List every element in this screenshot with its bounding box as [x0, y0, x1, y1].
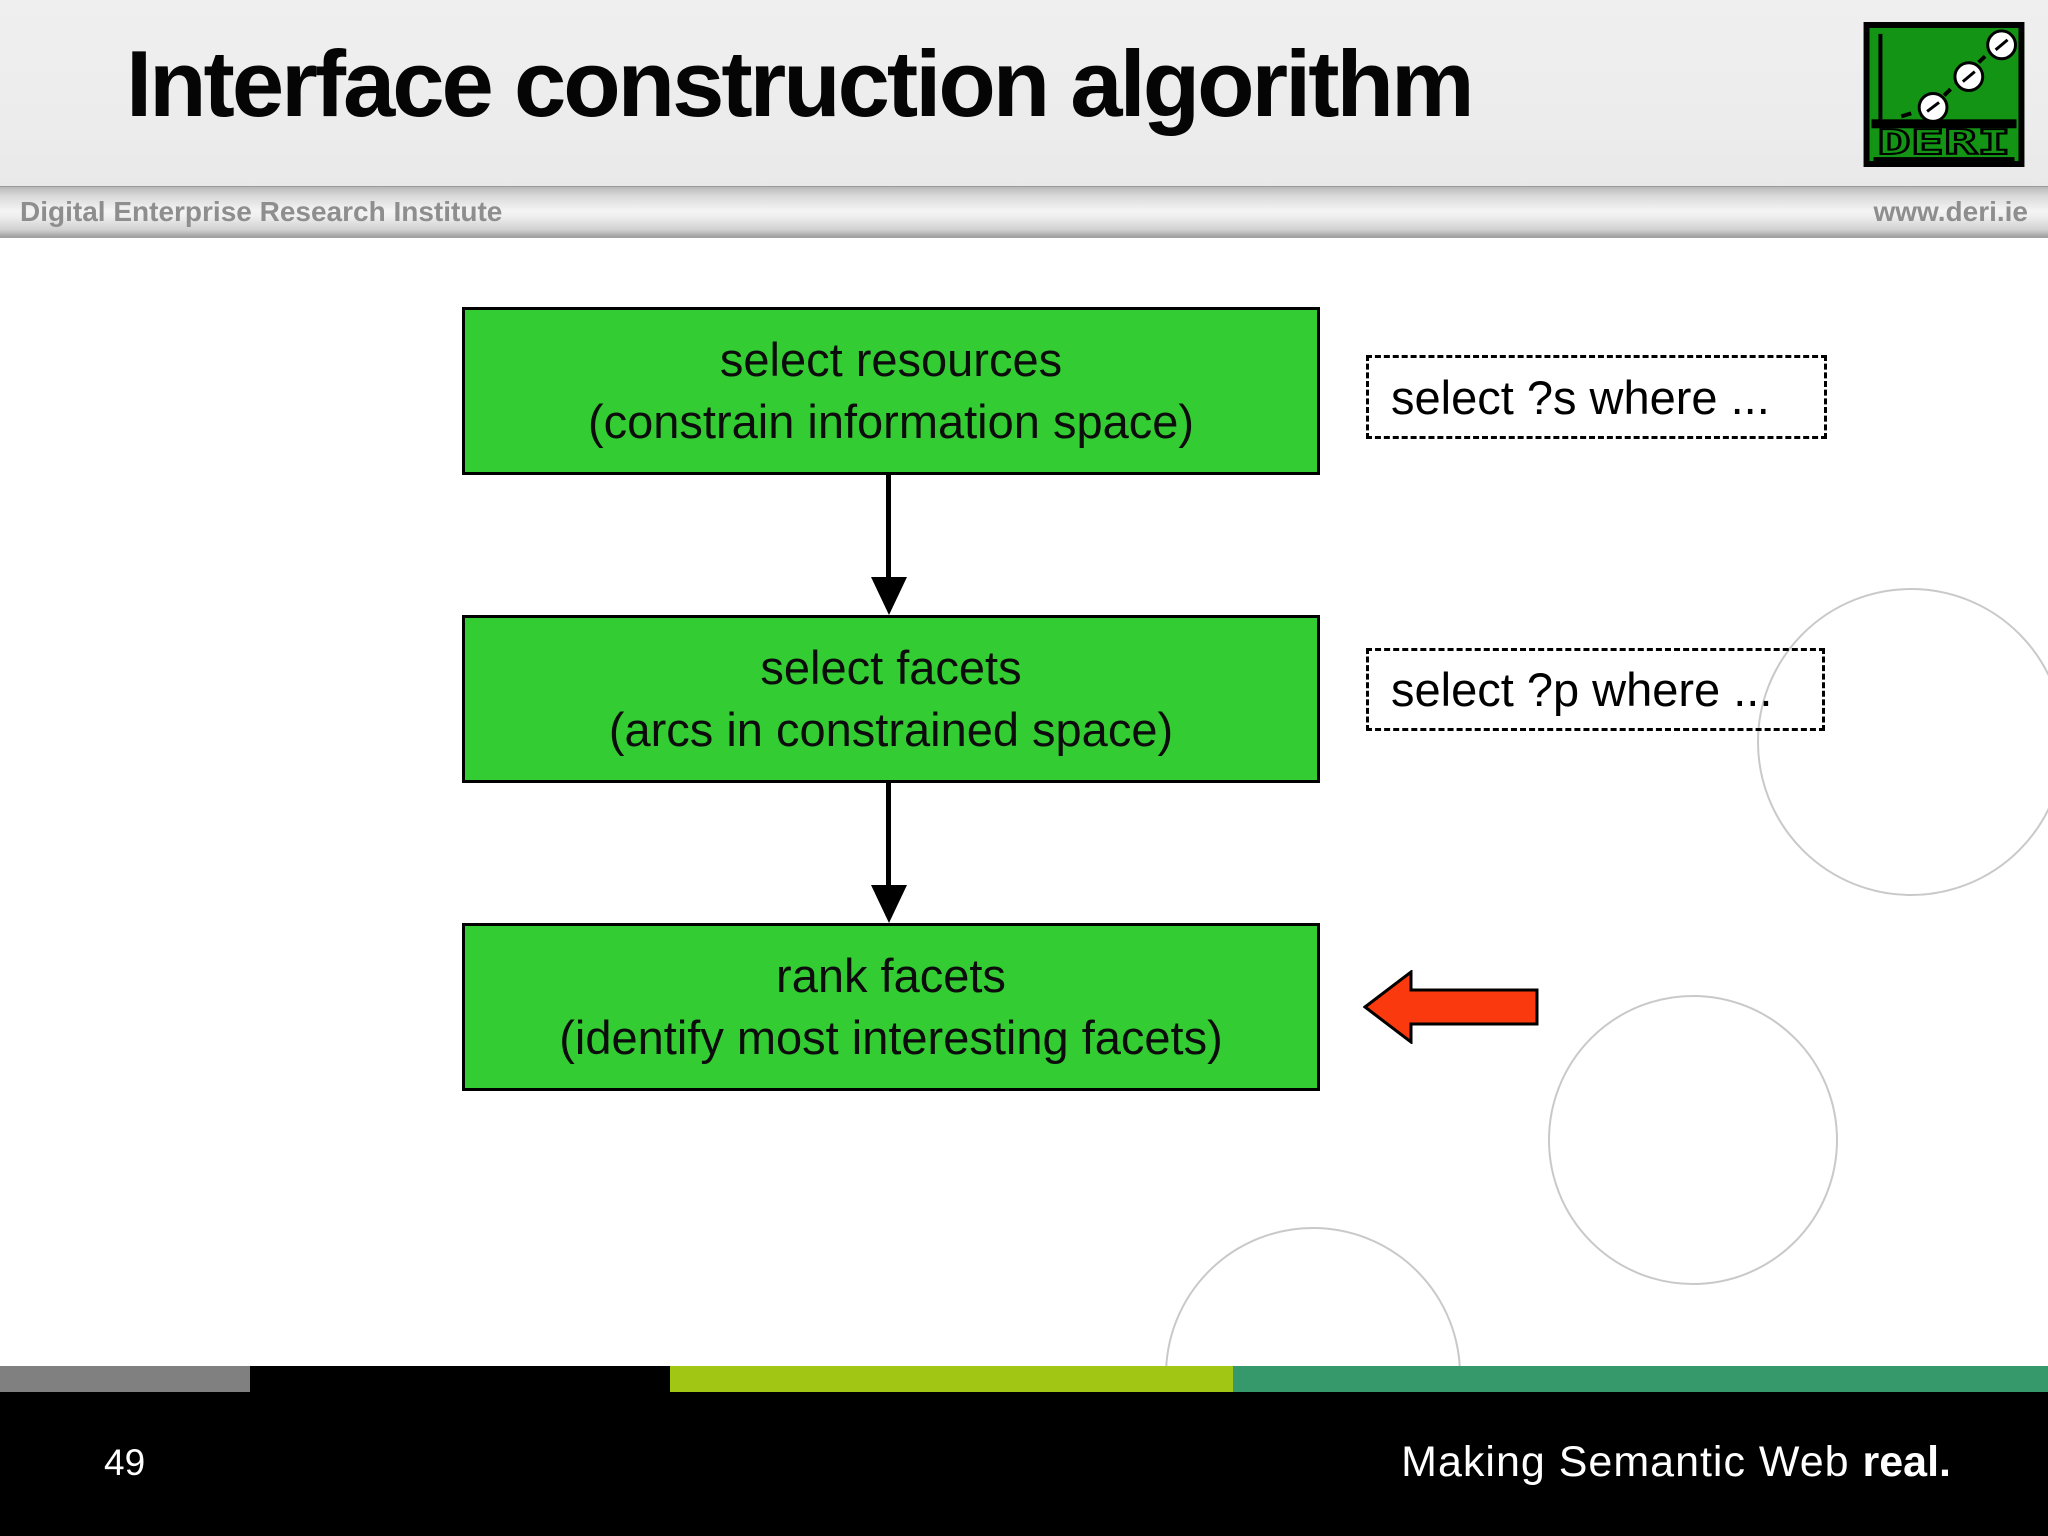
- flow-step-rank-facets: rank facets (identify most interesting f…: [462, 923, 1320, 1091]
- institute-name: Digital Enterprise Research Institute: [20, 195, 503, 227]
- logo-ball-icon: [1953, 61, 1985, 93]
- tagline-bold: real.: [1862, 1438, 1951, 1486]
- query-text: select ?p where ...: [1391, 663, 1773, 716]
- logo-speck: [1900, 111, 1912, 119]
- down-arrowhead-icon: [871, 885, 907, 923]
- footer: 49 Making Semantic Web real.: [0, 1392, 2048, 1536]
- website-url: www.deri.ie: [1873, 195, 2028, 227]
- flow-step-select-facets: select facets (arcs in constrained space…: [462, 615, 1320, 783]
- institute-bar: Digital Enterprise Research Institute ww…: [0, 186, 2048, 238]
- stripe-black: [250, 1366, 670, 1392]
- down-arrow-icon: [886, 475, 891, 579]
- deri-logo: DERI: [1863, 22, 2025, 167]
- logo-ball-icon: [1986, 29, 2017, 61]
- header: Interface construction algorithm: [0, 0, 2048, 186]
- slide-title: Interface construction algorithm: [126, 31, 1475, 136]
- stripe-teal: [1233, 1366, 2048, 1392]
- down-arrowhead-icon: [871, 577, 907, 615]
- logo-ball-icon: [1917, 92, 1949, 123]
- query-annotation-select-s: select ?s where ...: [1366, 355, 1827, 439]
- left-arrow-icon: [1363, 970, 1539, 1044]
- flow-step-subtitle: (identify most interesting facets): [559, 1011, 1223, 1064]
- query-annotation-select-p: select ?p where ...: [1366, 648, 1825, 731]
- stripe-gray: [0, 1366, 250, 1392]
- page-number: 49: [104, 1442, 146, 1483]
- flow-step-subtitle: (constrain information space): [587, 395, 1195, 448]
- flow-step-title: rank facets: [776, 949, 1006, 1002]
- decorative-circle: [1548, 995, 1838, 1285]
- tagline-light: Making Semantic Web: [1401, 1438, 1850, 1486]
- tagline: Making Semantic Web real.: [1401, 1438, 1951, 1487]
- logo-axis-horizontal: [1871, 119, 2017, 129]
- flow-step-select-resources: select resources (constrain information …: [462, 307, 1320, 475]
- flow-step-title: select resources: [719, 333, 1063, 386]
- flow-step-subtitle: (arcs in constrained space): [608, 703, 1174, 756]
- decorative-circle: [1757, 588, 2048, 896]
- logo-wordmark: DERI: [1877, 123, 2010, 162]
- stripe-lime: [670, 1366, 1233, 1392]
- down-arrow-icon: [886, 783, 891, 887]
- query-text: select ?s where ...: [1391, 370, 1770, 424]
- flow-step-title: select facets: [760, 641, 1022, 694]
- footer-stripes: [0, 1366, 2048, 1392]
